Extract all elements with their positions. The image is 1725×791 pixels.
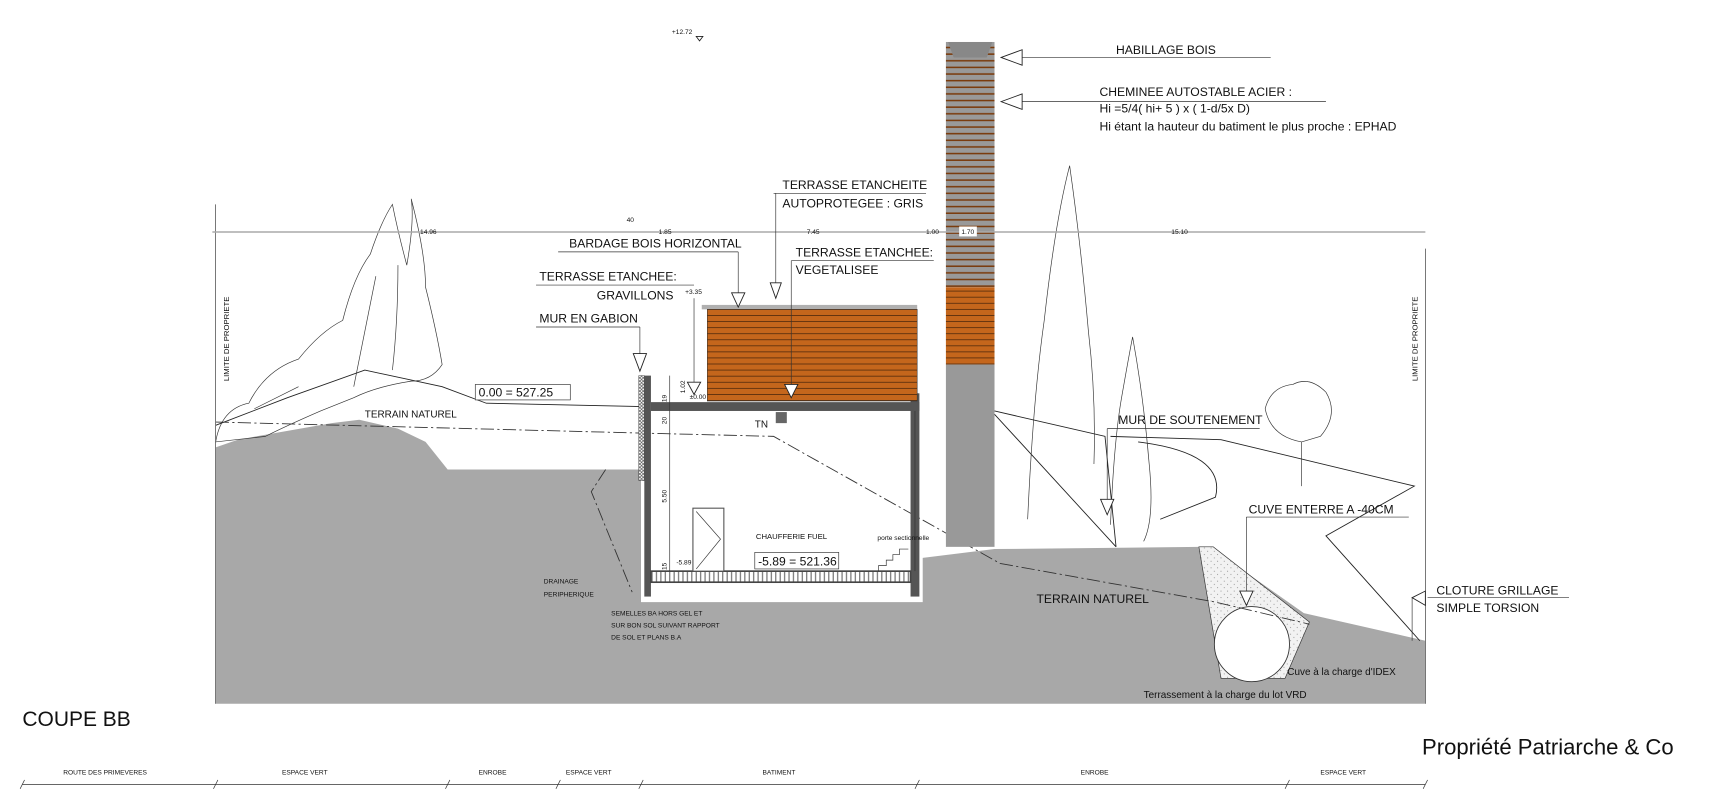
label-terrasse-veg-2: VEGETALISEE (796, 263, 879, 277)
label-cheminee-2: Hi =5/4( hi+ 5 ) x ( 1-d/5x D) (1099, 102, 1249, 116)
elev-roof: +3.35 (685, 289, 702, 296)
ground-left (215, 419, 1426, 704)
dim-15-10: 15.10 (1171, 229, 1188, 236)
label-terrasse-veg-1: TERRASSE ETANCHEE: (796, 245, 933, 259)
beam (775, 412, 787, 424)
label-terrasse-grav-2: GRAVILLONS (597, 288, 674, 302)
elev-zero: ±0.00 (690, 394, 707, 401)
label-tn: TN (755, 420, 768, 431)
label-chaufferie: CHAUFFERIE FUEL (756, 532, 828, 541)
tree-left (215, 198, 443, 443)
limite-right: LIMITE DE PROPRIETE (1411, 297, 1420, 382)
label-mur-soutenement: MUR DE SOUTENEMENT (1118, 413, 1263, 427)
zone-band: ROUTE DES PRIMEVERES ESPACE VERT ENROBE … (63, 769, 1366, 776)
ref-zero: 0.00 = 527.25 (479, 386, 554, 400)
fuel-tank (1213, 606, 1290, 683)
dim-5-50: 5.50 (661, 489, 668, 502)
limite-left: LIMITE DE PROPRIETE (222, 297, 231, 382)
label-cuve-idex: Cuve à la charge d'IDEX (1287, 667, 1396, 678)
dim-20: 20 (661, 417, 668, 425)
zone-label: ENROBE (479, 769, 508, 776)
dim-1-00: 1.00 (926, 229, 939, 236)
dim-1-85: 1.85 (659, 229, 672, 236)
zone-label: ROUTE DES PRIMEVERES (63, 769, 147, 776)
chimney-top (945, 41, 995, 288)
dim-7-45: 7.45 (807, 229, 820, 236)
label-semelles-3: DE SOL ET PLANS B.A (611, 635, 682, 642)
chimney-base (945, 364, 995, 547)
ref-floor: -5.89 = 521.36 (758, 555, 837, 569)
label-habillage: HABILLAGE BOIS (1116, 43, 1216, 57)
label-porte: porte sectionnelle (877, 535, 929, 542)
label-terrasse-grav-1: TERRASSE ETANCHEE: (539, 270, 676, 284)
wood-cladding (707, 309, 918, 402)
zone-label: ESPACE VERT (566, 769, 612, 776)
roof-slab (650, 402, 920, 411)
tree-right (1264, 381, 1332, 487)
gabion-wall (638, 375, 645, 481)
dim-19: 19 (661, 394, 668, 402)
label-terrain-naturel-left: TERRAIN NATUREL (365, 410, 457, 421)
label-semelles-1: SEMELLES BA HORS GEL ET (611, 610, 702, 617)
dim-1-70: 1.70 (961, 229, 974, 236)
dim-40: 40 (627, 217, 635, 224)
tree-right-cypress (1027, 165, 1152, 542)
label-cloture-2: SIMPLE TORSION (1436, 601, 1539, 615)
label-terrasse-gris-1: TERRASSE ETANCHEITE (782, 178, 927, 192)
label-terrain-naturel-right: TERRAIN NATUREL (1036, 592, 1149, 606)
label-terrassement: Terrassement à la charge du lot VRD (1144, 690, 1307, 701)
label-cloture-1: CLOTURE GRILLAGE (1436, 583, 1558, 597)
dim-1-02: 1.02 (680, 380, 687, 393)
roof-cap (701, 304, 918, 310)
chimney-wood (945, 287, 995, 365)
label-drainage-1: DRAINAGE (544, 578, 579, 585)
drawing-title: COUPE BB (22, 708, 130, 731)
label-cheminee-3: Hi étant la hauteur du batiment le plus … (1099, 119, 1396, 133)
wall-left (644, 375, 651, 597)
label-cheminee-1: CHEMINEE AUTOSTABLE ACIER : (1099, 85, 1292, 99)
label-gabion: MUR EN GABION (539, 312, 637, 326)
label-bardage: BARDAGE BOIS HORIZONTAL (569, 236, 742, 250)
zone-label: ESPACE VERT (282, 769, 328, 776)
dim-14-96: 14.96 (420, 229, 437, 236)
dim-15: 15 (661, 562, 668, 570)
zone-label: ENROBE (1081, 769, 1110, 776)
floor-slab (650, 570, 912, 584)
owner-name: Propriété Patriarche & Co (1422, 735, 1674, 760)
zone-label: BATIMENT (763, 769, 796, 776)
zone-label: ESPACE VERT (1320, 769, 1366, 776)
label-drainage-2: PERIPHERIQUE (544, 592, 595, 599)
door (692, 507, 725, 572)
label-cuve: CUVE ENTERRE A -40CM (1249, 503, 1394, 517)
label-terrasse-gris-2: AUTOPROTEGEE : GRIS (782, 197, 923, 211)
label-semelles-2: SUR BON SOL SUIVANT RAPPORT (611, 622, 719, 629)
elev-top: +12.72 (672, 29, 693, 36)
elev-floor: -5.89 (676, 560, 691, 567)
